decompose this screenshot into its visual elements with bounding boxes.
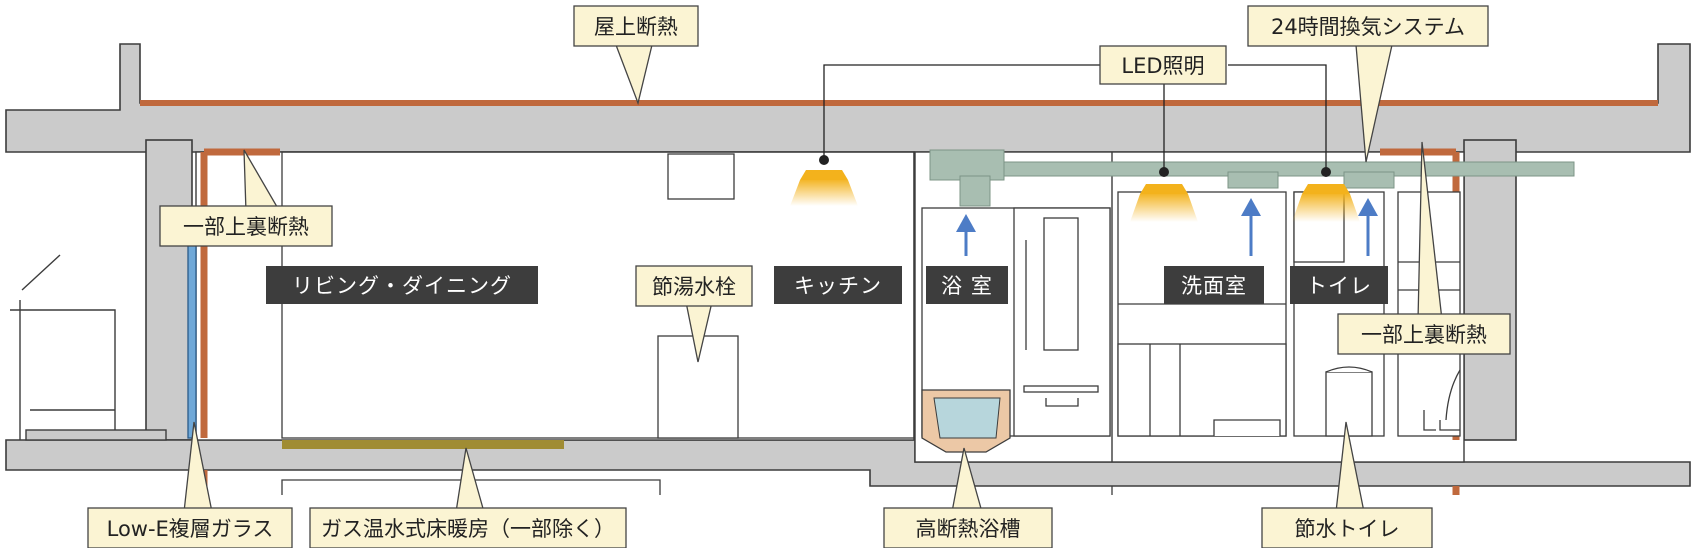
- callout-low-e-glass: Low-E複層ガラス: [87, 507, 293, 548]
- callout-partial-ceiling-insulation-left: 一部上裏断熱: [159, 205, 333, 247]
- svg-text:洗面室: 洗面室: [1181, 274, 1247, 298]
- kitchen-counter: [657, 335, 739, 439]
- callout-led-lighting: LED照明: [1099, 45, 1227, 85]
- led-light-washroom: [1130, 184, 1198, 222]
- svg-text:24時間換気システム: 24時間換気システム: [1271, 15, 1465, 39]
- roof-slab: [5, 43, 1691, 153]
- room-label-kitchen: キッチン: [774, 266, 902, 304]
- svg-text:リビング・ダイニング: リビング・ダイニング: [292, 274, 512, 298]
- svg-text:トイレ: トイレ: [1306, 274, 1372, 298]
- svg-text:キッチン: キッチン: [794, 274, 882, 298]
- led-light-kitchen: [790, 170, 858, 206]
- callout-water-saving-faucet: 節湯水栓: [635, 265, 753, 307]
- svg-text:Low-E複層ガラス: Low-E複層ガラス: [107, 517, 274, 541]
- callout-pointers: [183, 44, 1443, 513]
- callout-ventilation-24h: 24時間換気システム: [1247, 5, 1489, 47]
- left-column: [145, 139, 193, 441]
- ventilation-duct: [929, 149, 1575, 207]
- svg-text:一部上裏断熱: 一部上裏断熱: [183, 215, 309, 239]
- led-lights: [790, 170, 1360, 222]
- left-wall-insulation: [200, 148, 280, 438]
- svg-text:浴 室: 浴 室: [941, 274, 993, 298]
- balcony: [10, 254, 167, 441]
- svg-text:高断熱浴槽: 高断熱浴槽: [916, 517, 1021, 541]
- room-label-living-dining: リビング・ダイニング: [266, 266, 538, 304]
- insulation: [140, 100, 1658, 495]
- right-column: [1463, 139, 1517, 441]
- insulated-bathtub-graphic: [921, 389, 1011, 453]
- airflow-arrow-toilet: [1358, 198, 1378, 256]
- leader-dots: [819, 155, 1331, 177]
- airflow-arrow-bathroom: [956, 214, 976, 256]
- low-e-glass-pane: [187, 241, 197, 439]
- range-hood: [667, 153, 735, 200]
- callout-partial-ceiling-insulation-right: 一部上裏断熱: [1337, 313, 1511, 355]
- leader-lines: [823, 64, 1327, 172]
- floor-heating-strip: [282, 440, 564, 449]
- callout-roof-insulation: 屋上断熱: [573, 5, 699, 47]
- airflow-arrows: [956, 198, 1378, 256]
- room-label-toilet: トイレ: [1290, 266, 1388, 304]
- svg-text:ガス温水式床暖房（一部除く）: ガス温水式床暖房（一部除く）: [321, 517, 615, 541]
- living-room-interior: [187, 151, 915, 439]
- room-label-bathroom: 浴 室: [926, 266, 1008, 304]
- callout-insulated-bathtub: 高断熱浴槽: [883, 507, 1053, 548]
- callout-floor-heating: ガス温水式床暖房（一部除く）: [309, 507, 627, 548]
- svg-text:節水トイレ: 節水トイレ: [1295, 517, 1400, 541]
- led-light-toilet: [1292, 184, 1360, 222]
- airflow-arrow-washroom: [1241, 198, 1261, 256]
- svg-text:節湯水栓: 節湯水栓: [652, 275, 736, 299]
- svg-text:一部上裏断熱: 一部上裏断熱: [1361, 323, 1487, 347]
- callout-water-saving-toilet: 節水トイレ: [1261, 507, 1433, 548]
- svg-text:屋上断熱: 屋上断熱: [594, 15, 678, 39]
- room-label-washroom: 洗面室: [1164, 266, 1264, 304]
- svg-text:LED照明: LED照明: [1121, 54, 1204, 78]
- toilet-tank: [1325, 371, 1373, 437]
